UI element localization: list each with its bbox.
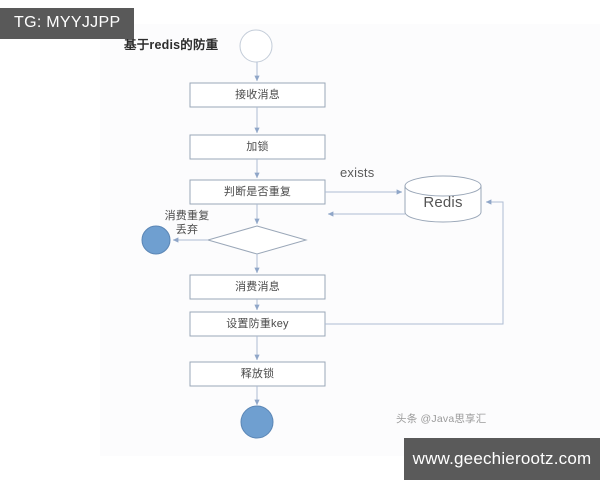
author-credit-watermark: 头条 @Java思享汇 [396, 413, 487, 425]
redis-cylinder-shape [404, 175, 482, 223]
unlock-box-shape [189, 361, 326, 387]
setkey-box-label: 设置防重key [226, 318, 289, 330]
receive-box-shape [189, 82, 326, 108]
start-node-shape [239, 29, 273, 63]
flowchart-svg [141, 29, 504, 439]
check-box-label: 判断是否重复 [223, 186, 292, 198]
lock-box-label: 加锁 [246, 141, 269, 153]
consume-box-shape [189, 274, 326, 300]
discard-edge-label-line1: 消费重复 [164, 210, 210, 222]
consume-box-label: 消费消息 [235, 281, 280, 293]
discard-edge-label-line2: 丢弃 [175, 224, 199, 236]
unlock-box-label: 释放锁 [240, 368, 275, 380]
end-node-shape [240, 405, 274, 439]
diagram-canvas: 基于redis的防重 接收消息 加锁 判断是否重复 消费消息 设置防重key 释… [100, 24, 600, 456]
exists-edge-label: exists [340, 165, 375, 180]
edge-setkey-to-redis [325, 199, 504, 325]
diagram-title: 基于redis的防重 [124, 38, 219, 52]
tg-watermark-badge: TG: MYYJJPP [0, 8, 135, 39]
site-watermark-badge: www.geechierootz.com [404, 438, 600, 480]
lock-box-shape [189, 134, 326, 160]
receive-box-label: 接收消息 [235, 89, 280, 101]
redis-node-label: Redis [423, 194, 463, 211]
discard-end-node-shape [141, 225, 171, 255]
